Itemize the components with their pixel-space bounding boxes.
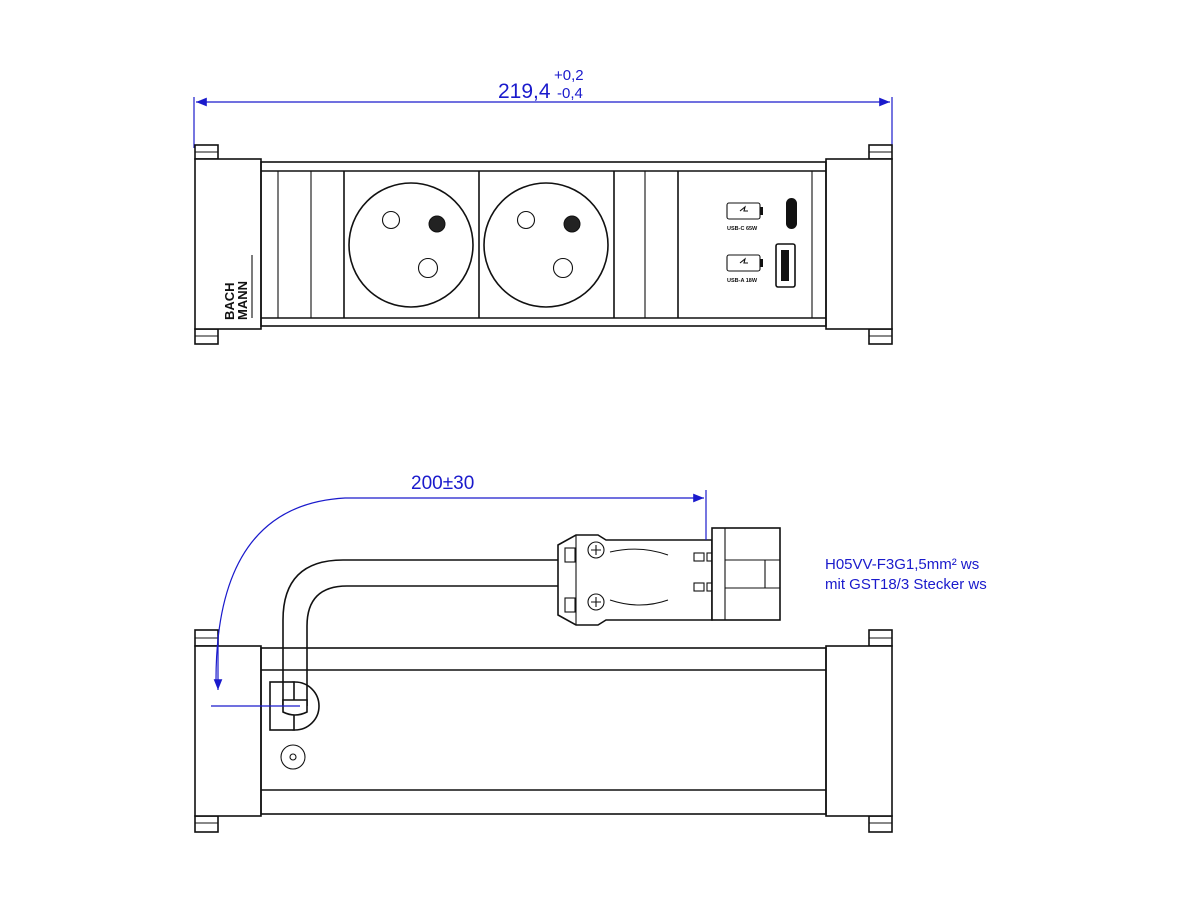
usb-c-charging-icon — [726, 202, 763, 220]
brand-logo-line2: MANN — [235, 281, 250, 320]
cable-length-value: 200±30 — [411, 473, 474, 494]
gst18-connector — [557, 527, 781, 626]
usb-a-charging-icon — [726, 254, 763, 272]
power-cable — [282, 559, 560, 716]
side-profile-body — [260, 647, 827, 815]
side-view: 200±30 H05VV-F3G1,5mm² ws mit GST18/3 St… — [194, 473, 987, 833]
brand-logo: BACH — [222, 282, 237, 320]
cable-note-line1: H05VV-F3G1,5mm² ws — [825, 556, 979, 573]
usb-c-port — [786, 198, 797, 229]
length-tolerance-minus: -0,4 — [557, 85, 583, 102]
side-left-end-cap — [194, 629, 262, 833]
length-tolerance-plus: +0,2 — [554, 67, 584, 84]
left-end-cap: BACH MANN — [194, 144, 262, 345]
usb-a-label: USB-A 18W — [727, 278, 758, 284]
cable-note-line2: mit GST18/3 Stecker ws — [825, 576, 987, 593]
cable-note: H05VV-F3G1,5mm² ws mit GST18/3 Stecker w… — [825, 556, 987, 593]
usb-module: USB-C 65W USB-A 18W — [726, 198, 797, 288]
front-view: 219,4 +0,2 -0,4 BACH MANN — [193, 67, 893, 345]
socket-2 — [483, 182, 609, 308]
side-right-end-cap — [825, 629, 893, 833]
profile-body — [260, 161, 827, 327]
usb-c-label: USB-C 65W — [727, 226, 758, 232]
cable-length-dimension: 200±30 — [211, 473, 707, 707]
socket-1 — [348, 182, 474, 308]
right-end-cap — [825, 144, 893, 345]
length-dimension-value: 219,4 — [498, 80, 551, 103]
length-dimension: 219,4 +0,2 -0,4 — [193, 67, 893, 148]
usb-a-port — [775, 243, 796, 288]
